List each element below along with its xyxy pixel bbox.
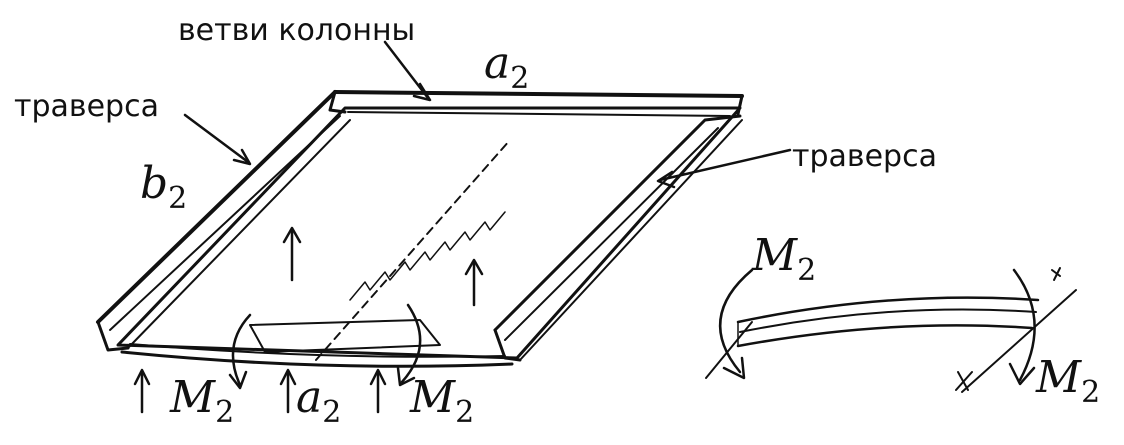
symbol-a2-top: a2 xyxy=(484,38,529,96)
moment-arc-right-icon xyxy=(396,303,422,387)
moment-arc-left-icon xyxy=(228,313,252,390)
reactive-pressure-arrows xyxy=(133,226,484,414)
symbol-base: M xyxy=(169,372,216,423)
symbol-base: M xyxy=(1035,352,1082,403)
symbol-a2-bottom: a2 xyxy=(296,372,341,430)
symbol-base: M xyxy=(409,372,456,423)
pressure-arrow-icon xyxy=(464,258,484,307)
symbol-sub: 2 xyxy=(797,253,816,288)
detail-bent-strip xyxy=(705,267,1077,393)
pressure-arrow-icon xyxy=(133,368,151,414)
label-traverse-right: траверса xyxy=(792,139,937,174)
symbol-base: a xyxy=(296,372,322,423)
detail-moment-left-icon xyxy=(718,268,754,380)
symbol-sub: 2 xyxy=(1081,375,1100,410)
symbol-base: a xyxy=(484,38,510,89)
symbol-sub: 2 xyxy=(215,395,234,430)
detail-moment-right-icon xyxy=(1008,268,1036,386)
pressure-arrow-icon xyxy=(279,368,297,414)
symbol-m2-detail-bottom: M2 xyxy=(1035,352,1100,410)
pressure-arrow-icon xyxy=(369,368,387,414)
base-plate xyxy=(116,106,742,368)
symbol-sub: 2 xyxy=(322,395,341,430)
column-branch-back xyxy=(328,90,744,117)
leader-arrow-traverse-left-icon xyxy=(183,113,252,166)
symbol-sub: 2 xyxy=(168,181,187,216)
symbol-base: b xyxy=(140,158,168,209)
traverse-right-bar xyxy=(493,114,743,362)
leader-arrow-column-icon xyxy=(383,40,432,102)
pressure-arrow-icon xyxy=(282,226,302,282)
symbol-b2-left: b2 xyxy=(140,158,187,216)
symbol-sub: 2 xyxy=(510,61,529,96)
label-column-branches: ветви колонны xyxy=(178,13,415,48)
symbol-m2-detail-top: M2 xyxy=(751,230,816,288)
leader-arrow-traverse-right-icon xyxy=(656,148,792,189)
label-traverse-left: траверса xyxy=(14,89,159,124)
symbol-m2-left: M2 xyxy=(169,372,234,430)
bending-strip xyxy=(249,139,511,361)
symbol-sub: 2 xyxy=(455,395,474,430)
symbol-m2-right: M2 xyxy=(409,372,474,430)
traverse-left-bar xyxy=(96,90,351,352)
symbol-base: M xyxy=(751,230,798,281)
